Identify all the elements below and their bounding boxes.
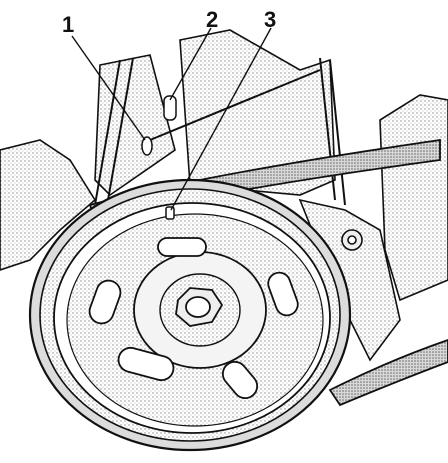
pulley-timing-mark <box>165 206 175 220</box>
drive-belt-lower <box>328 339 448 407</box>
callout-2: 2 <box>206 7 218 32</box>
housing-timing-marks <box>141 95 177 156</box>
leader-lines <box>71 27 272 211</box>
tensioner-bolt <box>341 229 363 251</box>
pulley-slots <box>88 237 299 400</box>
callout-3: 3 <box>264 7 276 32</box>
center-bolt <box>175 287 224 327</box>
callout-1: 1 <box>62 12 74 37</box>
bracket-uprights <box>94 57 346 206</box>
